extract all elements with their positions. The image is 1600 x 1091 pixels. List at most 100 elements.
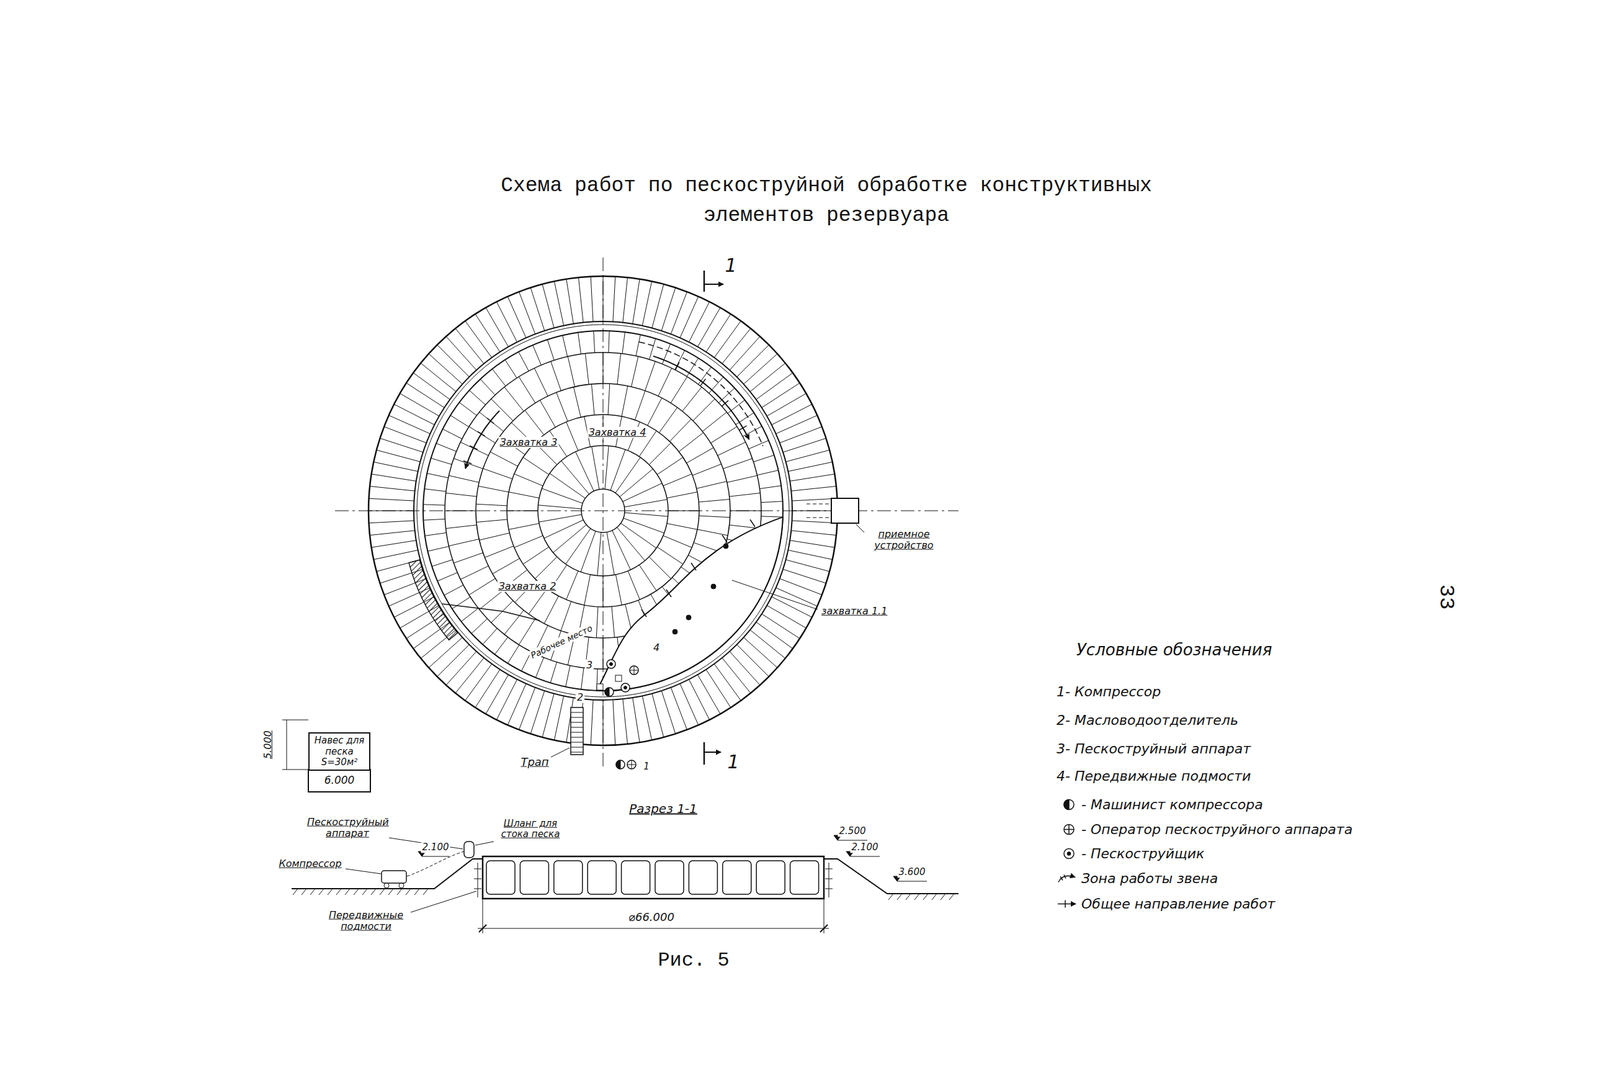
ground-hatch — [905, 893, 911, 900]
plate-joint — [727, 475, 758, 483]
plate-joint — [554, 281, 564, 326]
ground-hatch — [388, 888, 394, 895]
ring-line — [537, 445, 669, 576]
scaffold-mark — [686, 614, 692, 620]
plate-joint — [566, 570, 579, 600]
ladder-rung — [570, 727, 584, 728]
plate-joint — [476, 519, 508, 523]
plate-joint — [782, 437, 826, 453]
ladder-rung — [570, 732, 584, 733]
plate-joint — [507, 644, 520, 664]
stage-label: Захватка 4 — [587, 426, 648, 438]
plate-joint — [639, 564, 657, 591]
plate-joint — [791, 530, 837, 536]
plate-joint — [483, 468, 513, 479]
plate-joint — [792, 520, 838, 523]
shed-box: Навес для песка S=30м² — [308, 732, 371, 771]
plate-joint — [615, 457, 641, 493]
axis-line — [335, 510, 959, 512]
dimension-line — [286, 719, 288, 770]
plate-joint — [479, 589, 504, 610]
plate-joint — [670, 687, 687, 730]
plate-joint — [494, 637, 508, 655]
legend-text: Зона работы звена — [1081, 870, 1218, 886]
plate-joint — [661, 690, 676, 734]
plate-joint — [661, 287, 676, 331]
work-zone — [596, 516, 783, 691]
level-text: 2.100 — [850, 841, 880, 853]
plate-joint — [789, 540, 835, 548]
plate-joint — [560, 601, 572, 631]
plate-joint — [519, 291, 536, 334]
plate-joint — [482, 628, 497, 645]
plate-joint — [753, 454, 775, 462]
box-text: Навес для песка S=30м² — [312, 735, 367, 768]
plate-joint — [697, 529, 728, 536]
plate-joint — [761, 613, 800, 639]
plate-joint — [652, 284, 664, 329]
plate-joint — [371, 473, 417, 481]
section-mark-number: 1 — [725, 751, 741, 774]
plate-joint — [596, 606, 599, 638]
pipe-line — [806, 503, 832, 505]
plate-joint — [756, 470, 778, 476]
plate-joint — [604, 445, 609, 489]
ring-line — [368, 276, 838, 746]
drawing-part — [616, 759, 621, 769]
ground-hatch — [397, 888, 403, 895]
legend-symbol — [1056, 797, 1078, 811]
plate-joint — [612, 530, 631, 570]
apparatus-mark — [615, 674, 622, 682]
plate-joint — [608, 330, 610, 353]
plate-joint — [504, 387, 524, 412]
plate-joint — [622, 331, 625, 354]
level-text: 2.500 — [838, 825, 868, 837]
plate-joint — [792, 498, 838, 501]
compressor-symbol — [381, 870, 407, 883]
drawing-part — [621, 683, 630, 692]
ground-hatch — [423, 888, 429, 895]
plate-joint — [789, 473, 835, 481]
level-line — [421, 856, 450, 857]
ring-line — [413, 321, 793, 700]
ground-hatch — [888, 893, 894, 900]
plate-joint — [782, 568, 826, 584]
plate-joint — [647, 397, 662, 425]
plate-joint — [648, 556, 671, 579]
equipment-label: Пескоструйный аппарат — [305, 816, 389, 840]
plate-joint — [369, 530, 416, 536]
plate-joint — [566, 421, 579, 451]
plate-joint — [771, 403, 813, 425]
plate-joint — [697, 366, 711, 385]
drawing-part — [604, 687, 610, 697]
legend-heading: Условные обозначения — [1075, 640, 1274, 660]
plate-joint — [610, 449, 626, 491]
zone-tick — [641, 609, 647, 617]
plate-joint — [528, 588, 547, 615]
plate-joint — [656, 546, 684, 564]
plate-joint — [714, 320, 741, 358]
plate-joint — [556, 392, 568, 422]
ladder — [570, 707, 584, 755]
plate-joint — [593, 330, 595, 353]
hose — [406, 851, 465, 876]
drawing-part — [624, 686, 628, 690]
legend-entry: 1- Компрессор — [1056, 683, 1161, 700]
plate-joint — [453, 552, 483, 564]
wheel — [384, 882, 389, 888]
drawing-part — [604, 687, 614, 697]
worker-symbol — [627, 759, 636, 769]
worker-symbol — [604, 687, 614, 697]
section-mark — [704, 751, 721, 753]
section-title: Разрез 1-1 — [627, 801, 699, 816]
plate-joint — [565, 528, 591, 564]
plate-joint — [632, 697, 640, 742]
plate-joint — [642, 695, 652, 740]
plate-joint — [624, 512, 669, 517]
plate-joint — [444, 585, 464, 595]
receiving-device — [831, 498, 859, 523]
plate-joint — [706, 669, 731, 708]
plate-joint — [697, 307, 721, 347]
